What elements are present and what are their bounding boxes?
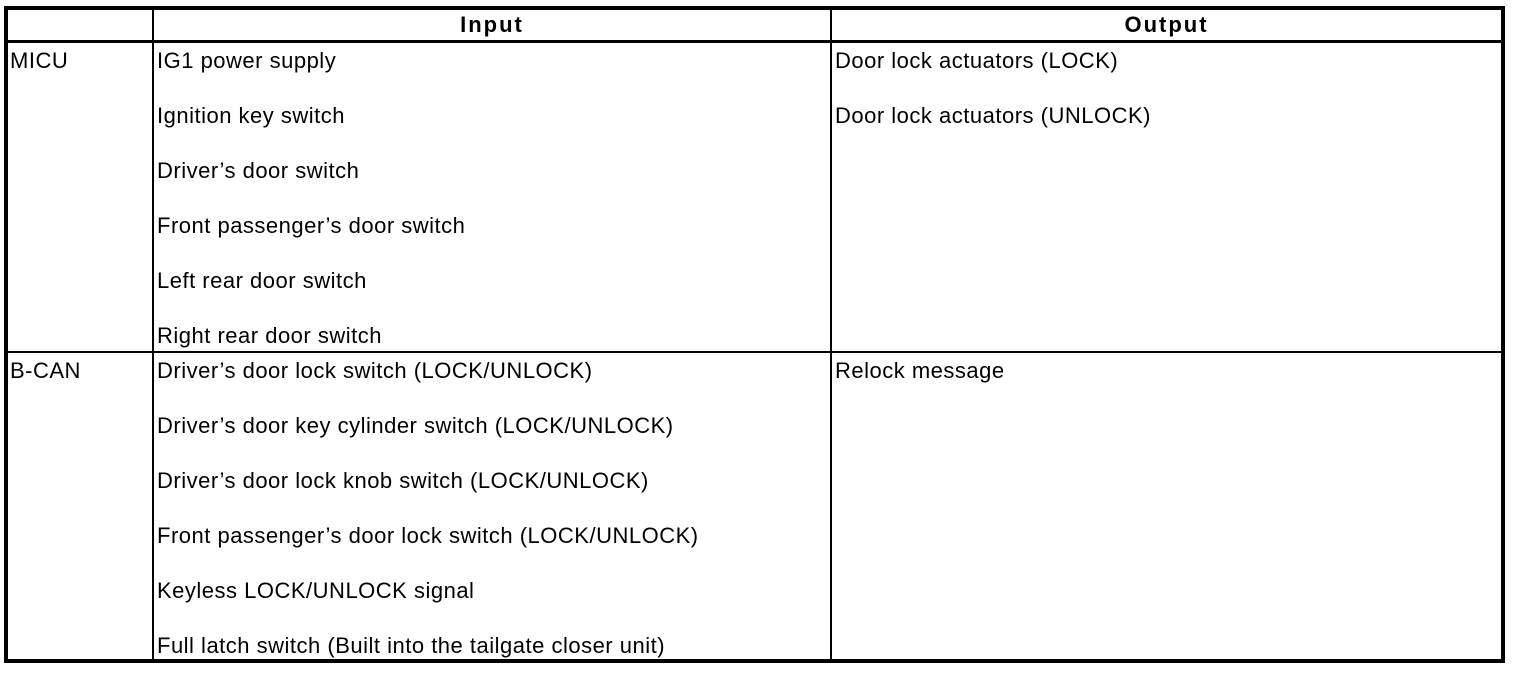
input-item: Left rear door switch: [157, 267, 367, 293]
input-item: Ignition key switch: [157, 102, 346, 128]
output-item: Door lock actuators (UNLOCK): [835, 102, 1151, 128]
micu-inputs-cell: IG1 power supply Ignition key switch Dri…: [152, 40, 832, 353]
input-column-header: Input: [152, 7, 832, 43]
table-row-bcan: B-CAN Driver’s door lock switch (LOCK/UN…: [5, 351, 1504, 662]
corner-header-cell: [5, 7, 154, 43]
output-item: Door lock actuators (LOCK): [835, 47, 1119, 73]
input-item: Front passenger’s door switch: [157, 212, 466, 238]
row-label-text: B-CAN: [10, 358, 81, 383]
input-item: Driver’s door key cylinder switch (LOCK/…: [157, 413, 674, 438]
row-label-bcan: B-CAN: [5, 351, 154, 662]
input-item: Driver’s door switch: [157, 157, 360, 183]
input-item: IG1 power supply: [157, 47, 337, 73]
input-item: Driver’s door lock switch (LOCK/UNLOCK): [157, 358, 593, 383]
output-item: Relock message: [835, 358, 1005, 383]
row-label-text: MICU: [10, 47, 69, 73]
input-item: Front passenger’s door lock switch (LOCK…: [157, 523, 699, 548]
bcan-outputs-cell: Relock message: [830, 351, 1504, 662]
micu-outputs-cell: Door lock actuators (LOCK) Door lock act…: [830, 40, 1504, 353]
row-label-micu: MICU: [5, 40, 154, 353]
input-item: Right rear door switch: [157, 322, 382, 348]
input-item: Driver’s door lock knob switch (LOCK/UNL…: [157, 468, 649, 493]
table-row-micu: MICU IG1 power supply Ignition key switc…: [5, 40, 1504, 353]
header-row: Input Output: [5, 7, 1504, 43]
input-item: Full latch switch (Built into the tailga…: [157, 633, 666, 658]
input-item: Keyless LOCK/UNLOCK signal: [157, 578, 475, 603]
bcan-inputs-cell: Driver’s door lock switch (LOCK/UNLOCK) …: [152, 351, 832, 662]
output-column-header: Output: [830, 7, 1504, 43]
io-signal-table: Input Output MICU IG1 power supply Ignit…: [4, 6, 1505, 663]
